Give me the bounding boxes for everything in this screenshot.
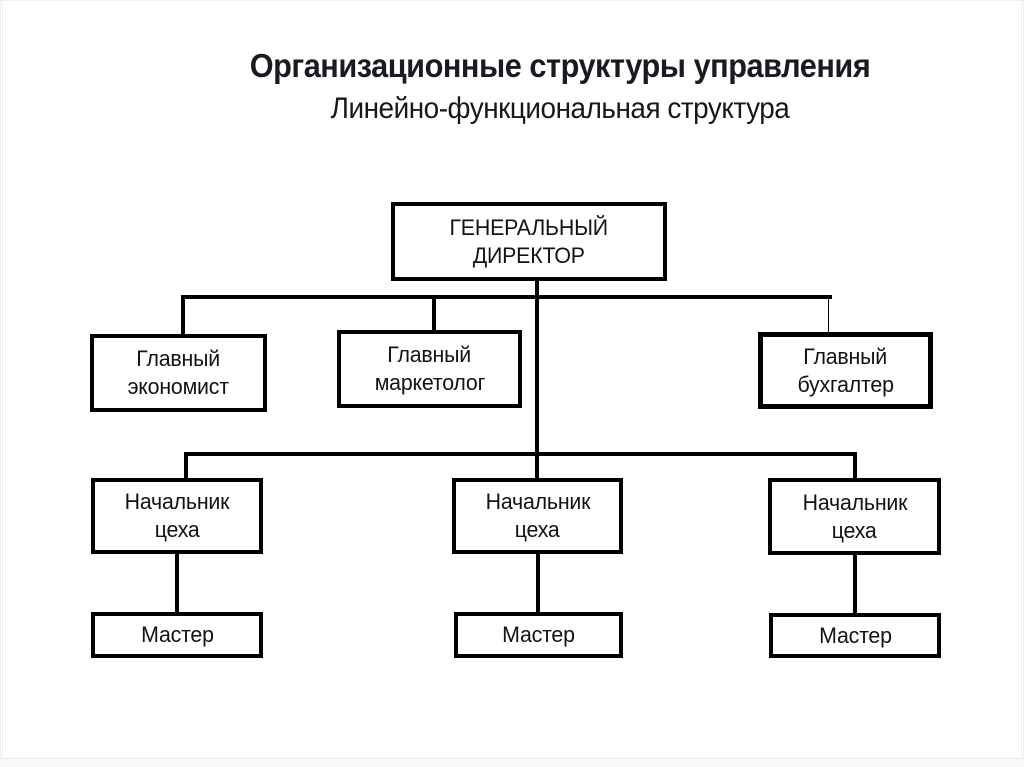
connector-central-vertical <box>535 281 539 478</box>
org-node-label: Мастер <box>502 622 575 647</box>
connector-shop1-master1 <box>175 554 179 612</box>
connector-drop-shop-manager-1 <box>184 456 188 478</box>
slide-title-block: Организационные структуры управления Лин… <box>96 46 1024 128</box>
org-node-label: Главный <box>136 346 221 371</box>
org-node-label: Начальник <box>485 489 590 514</box>
org-node-label: маркетолог <box>374 370 485 395</box>
org-node-shop-manager-1: Начальник цеха <box>91 478 263 554</box>
connector-level3-horizontal-bar <box>184 452 857 456</box>
org-node-label: Мастер <box>818 622 892 648</box>
org-node-label: Главный <box>387 342 472 367</box>
connector-shop3-master3 <box>853 554 857 613</box>
slide-left-border <box>2 0 3 767</box>
slide-subtitle: Линейно-функциональная структура <box>330 92 790 125</box>
connector-shop2-master2 <box>536 554 540 612</box>
org-node-shop-manager-2: Начальник цеха <box>452 478 623 554</box>
org-node-general-director: ГЕНЕРАЛЬНЫЙ ДИРЕКТОР <box>391 202 667 281</box>
org-node-label: Мастер <box>140 622 214 647</box>
connector-level2-horizontal-bar <box>181 295 832 299</box>
org-node-master-3: Мастер <box>769 613 941 658</box>
org-node-master-2: Мастер <box>454 612 623 658</box>
org-node-chief-accountant: Главный бухгалтер <box>758 332 933 409</box>
org-node-chief-economist: Главный экономист <box>90 334 267 412</box>
org-node-label: Главный <box>803 343 888 369</box>
connector-drop-chief-marketer <box>432 299 436 330</box>
connector-drop-chief-economist <box>181 299 185 334</box>
org-node-chief-marketer: Главный маркетолог <box>337 330 522 408</box>
connector-drop-chief-accountant-thin <box>828 299 829 332</box>
org-node-label: цеха <box>154 517 200 542</box>
org-node-label: цеха <box>832 517 877 543</box>
slide-right-border <box>1021 0 1022 767</box>
org-node-shop-manager-3: Начальник цеха <box>768 478 941 555</box>
org-node-label: ГЕНЕРАЛЬНЫЙ <box>449 214 609 240</box>
org-node-label: бухгалтер <box>797 371 894 397</box>
org-node-label: ДИРЕКТОР <box>472 242 586 268</box>
slide-bottom-strip <box>0 758 1024 767</box>
org-node-master-1: Мастер <box>91 612 263 658</box>
org-node-label: цеха <box>515 517 560 542</box>
org-node-label: Начальник <box>802 489 907 515</box>
org-node-label: Начальник <box>124 489 230 514</box>
slide-title: Организационные структуры управления <box>249 47 871 84</box>
org-node-label: экономист <box>127 374 230 399</box>
connector-drop-shop-manager-3 <box>853 456 857 478</box>
